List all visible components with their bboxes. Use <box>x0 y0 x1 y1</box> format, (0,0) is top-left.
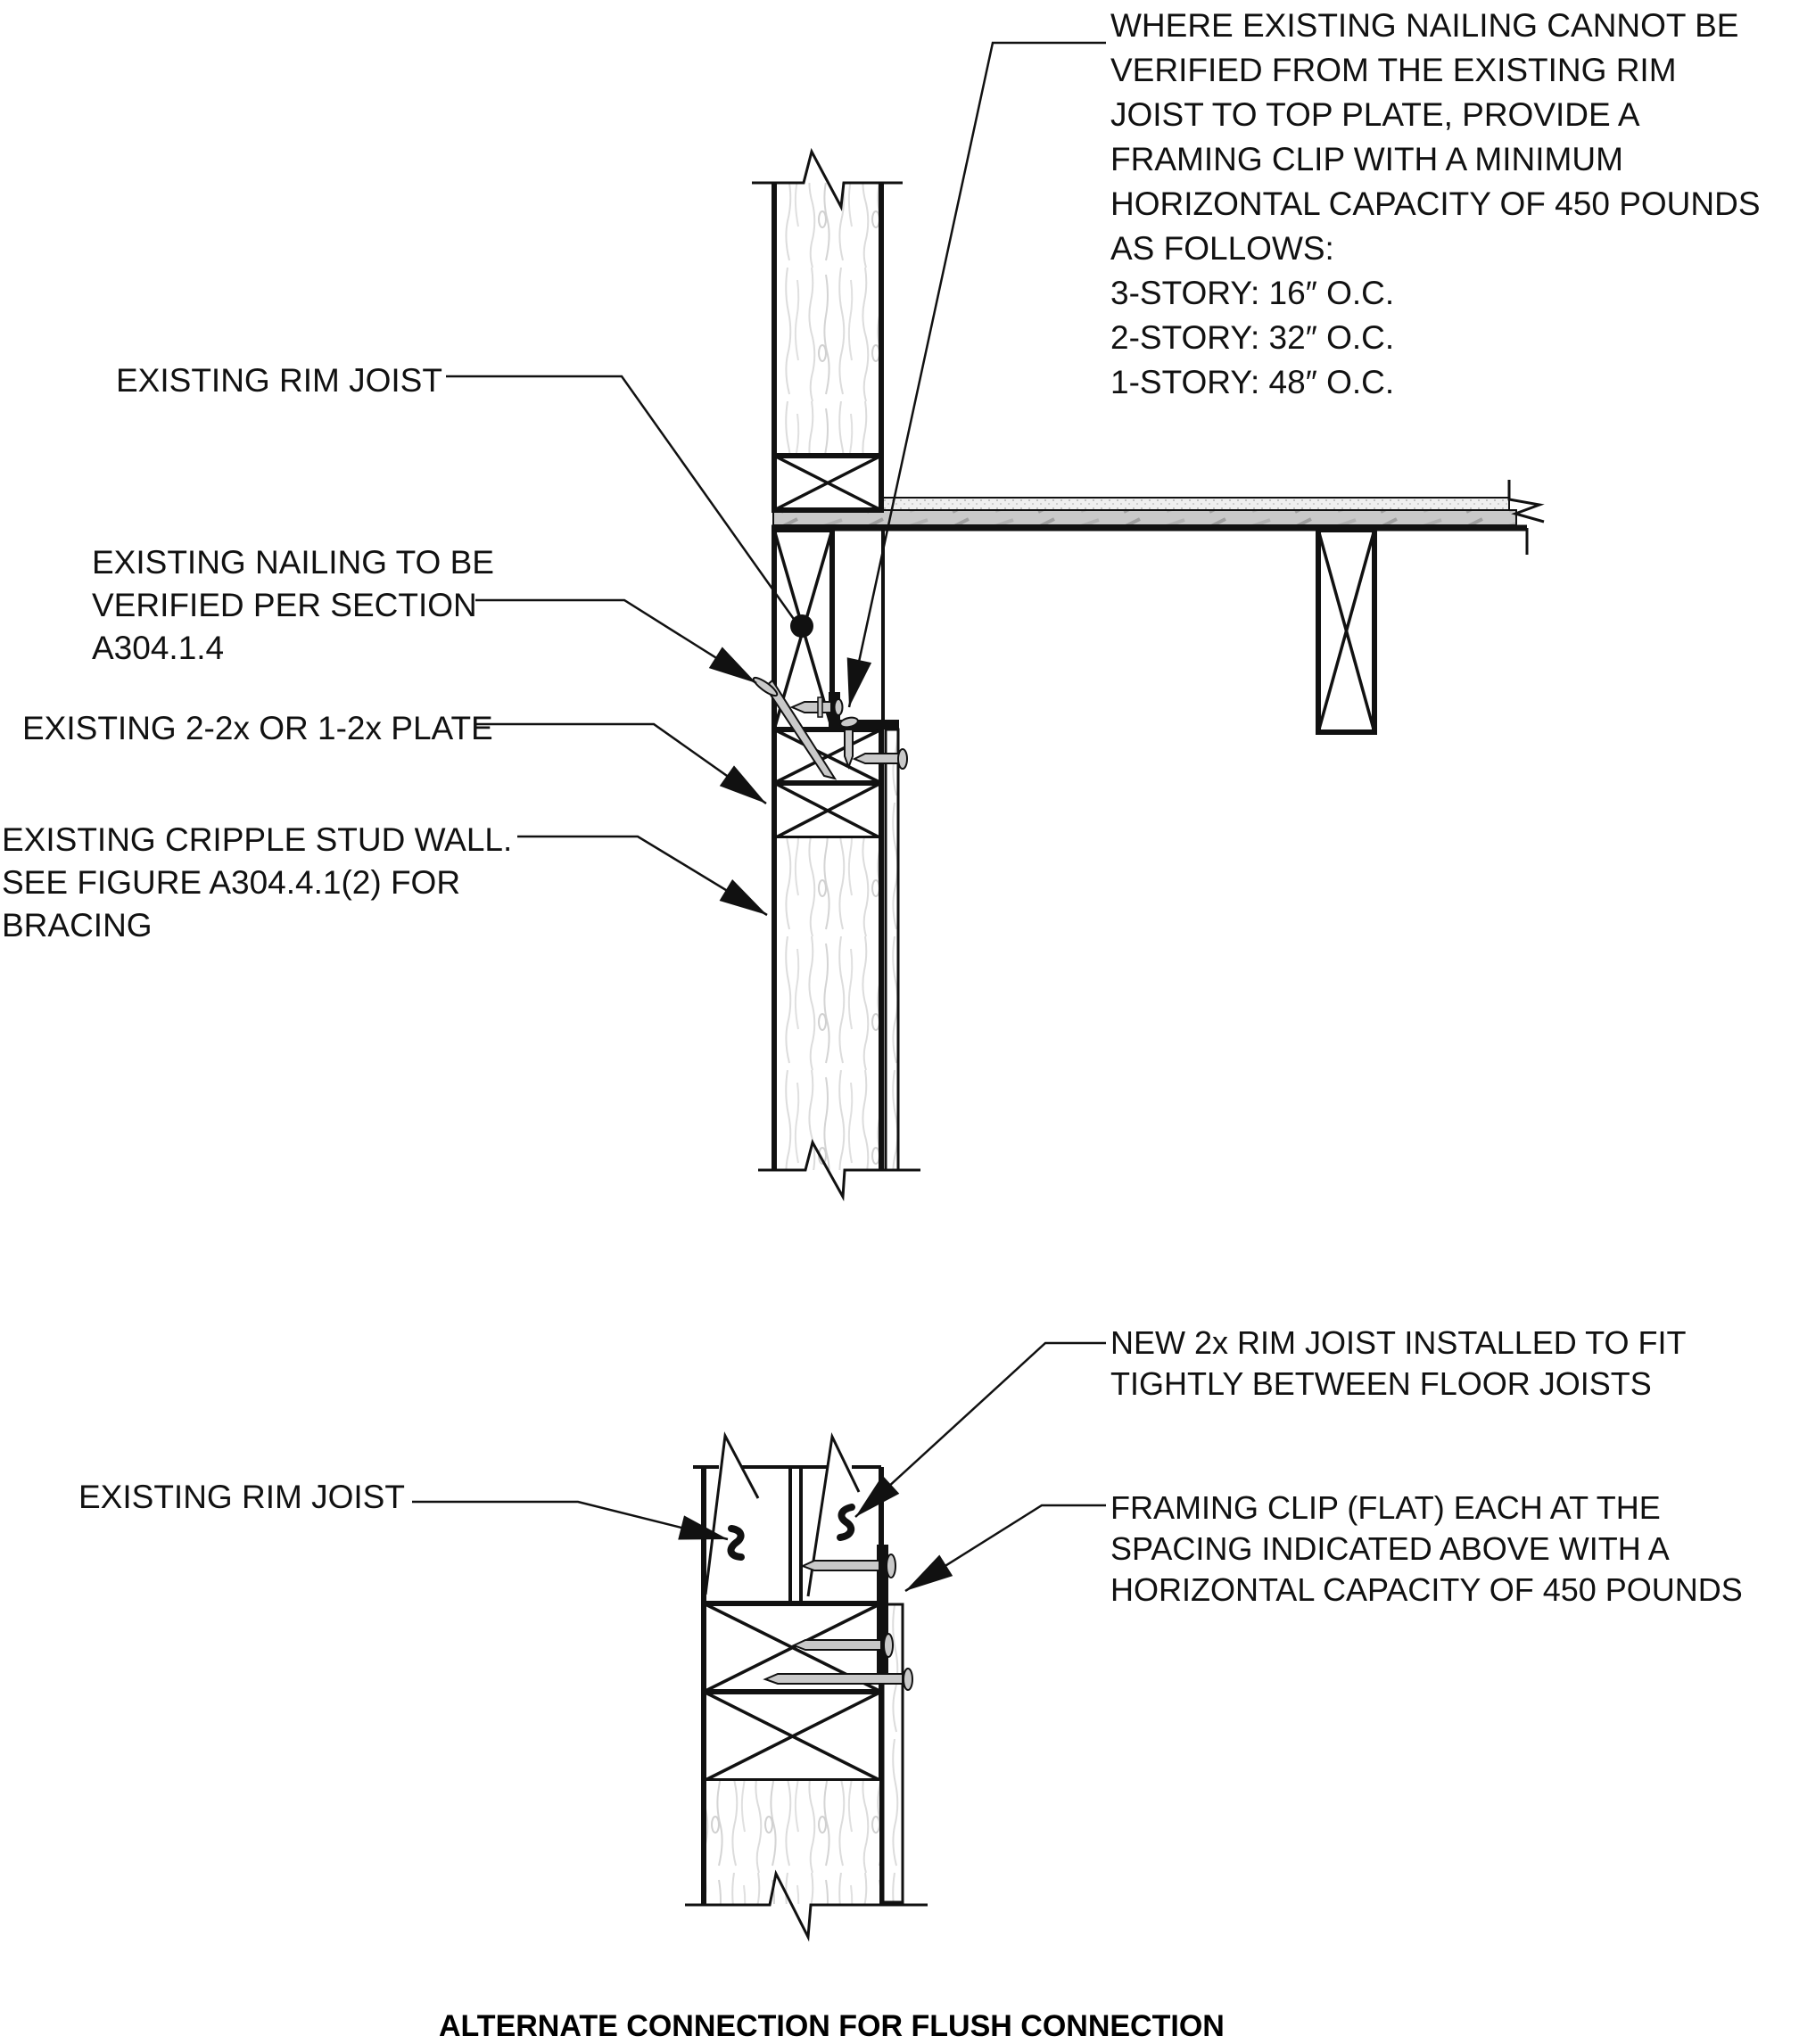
blocking-x-box <box>772 453 884 513</box>
existing-nailing-label: EXISTING NAILING TO BE VERIFIED PER SECT… <box>92 544 494 666</box>
note-line: VERIFIED FROM THE EXISTING RIM <box>1110 52 1677 88</box>
top-plate-x-box-2 <box>772 780 884 841</box>
floor-joist-section <box>1316 527 1377 735</box>
clip-nail <box>791 1633 894 1658</box>
note-line: WHERE EXISTING NAILING CANNOT BE <box>1110 7 1739 44</box>
leader-plate <box>475 722 767 805</box>
vertical-nail <box>844 729 854 770</box>
toe-nail <box>752 676 838 780</box>
note-line: AS FOLLOWS: <box>1110 230 1334 267</box>
top-detail-drawing <box>446 41 1545 1202</box>
note-line: FRAMING CLIP WITH A MINIMUM <box>1110 141 1623 177</box>
bottom-top-plate-x-box-2 <box>701 1689 884 1784</box>
clip-nail <box>800 1554 896 1578</box>
existing-rim-break-symbol <box>704 1431 760 1595</box>
flat-framing-clip-label: FRAMING CLIP (FLAT) EACH AT THE SPACING … <box>1110 1489 1743 1608</box>
existing-rim-joist-label-bottom: EXISTING RIM JOIST <box>78 1479 405 1515</box>
note-line: JOIST TO TOP PLATE, PROVIDE A <box>1110 96 1640 133</box>
floor-break-symbol <box>1507 480 1545 555</box>
cripple-stud-wall <box>776 838 879 1170</box>
leader-note <box>846 41 1106 708</box>
bottom-detail-drawing <box>412 1341 1106 1942</box>
cripple-wall-label: EXISTING CRIPPLE STUD WALL. SEE FIGURE A… <box>2 821 513 944</box>
wood-grain-curl <box>837 1504 855 1541</box>
clip-screw <box>833 698 844 716</box>
upper-stud-break-symbol <box>752 147 903 211</box>
clip-screw <box>839 716 859 729</box>
nailing-note: WHERE EXISTING NAILING CANNOT BE VERIFIE… <box>1110 4 1761 405</box>
plate-nail <box>763 1668 913 1691</box>
floor-sheathing <box>772 509 1517 526</box>
leader-new-rim <box>854 1341 1106 1518</box>
leader-rim-joist <box>446 375 797 622</box>
leader-cripple-wall <box>517 835 768 917</box>
note-line: HORIZONTAL CAPACITY OF 450 POUNDS <box>1110 185 1761 222</box>
rim-joist-marker-dot <box>790 614 813 638</box>
existing-rim-joist-label: EXISTING RIM JOIST <box>116 362 442 399</box>
wall-sheathing-strip <box>884 728 900 1172</box>
note-line: 1-STORY: 48″ O.C. <box>1110 364 1395 400</box>
leader-flat-clip <box>904 1504 1106 1593</box>
note-line: 3-STORY: 16″ O.C. <box>1110 275 1395 311</box>
existing-plate-label: EXISTING 2-2x OR 1-2x PLATE <box>22 710 493 746</box>
upper-stud <box>775 183 880 455</box>
leader-existing-rim <box>412 1500 729 1541</box>
note-line: 2-STORY: 32″ O.C. <box>1110 319 1395 356</box>
leader-nailing <box>475 598 757 685</box>
cripple-stud <box>706 1781 879 1904</box>
horizontal-nail <box>789 696 832 718</box>
new-rim-joist-label: NEW 2x RIM JOIST INSTALLED TO FIT TIGHTL… <box>1110 1324 1687 1402</box>
floor-underlayment <box>882 497 1510 511</box>
wood-grain-curl <box>727 1525 745 1561</box>
cripple-wall-break-symbol <box>758 1138 920 1202</box>
bottom-break-symbol <box>685 1869 928 1942</box>
new-rim-break-symbol <box>806 1431 861 1597</box>
detail-title: ALTERNATE CONNECTION FOR FLUSH CONNECTIO… <box>439 2009 1225 2043</box>
sheathing-nail <box>852 748 908 770</box>
